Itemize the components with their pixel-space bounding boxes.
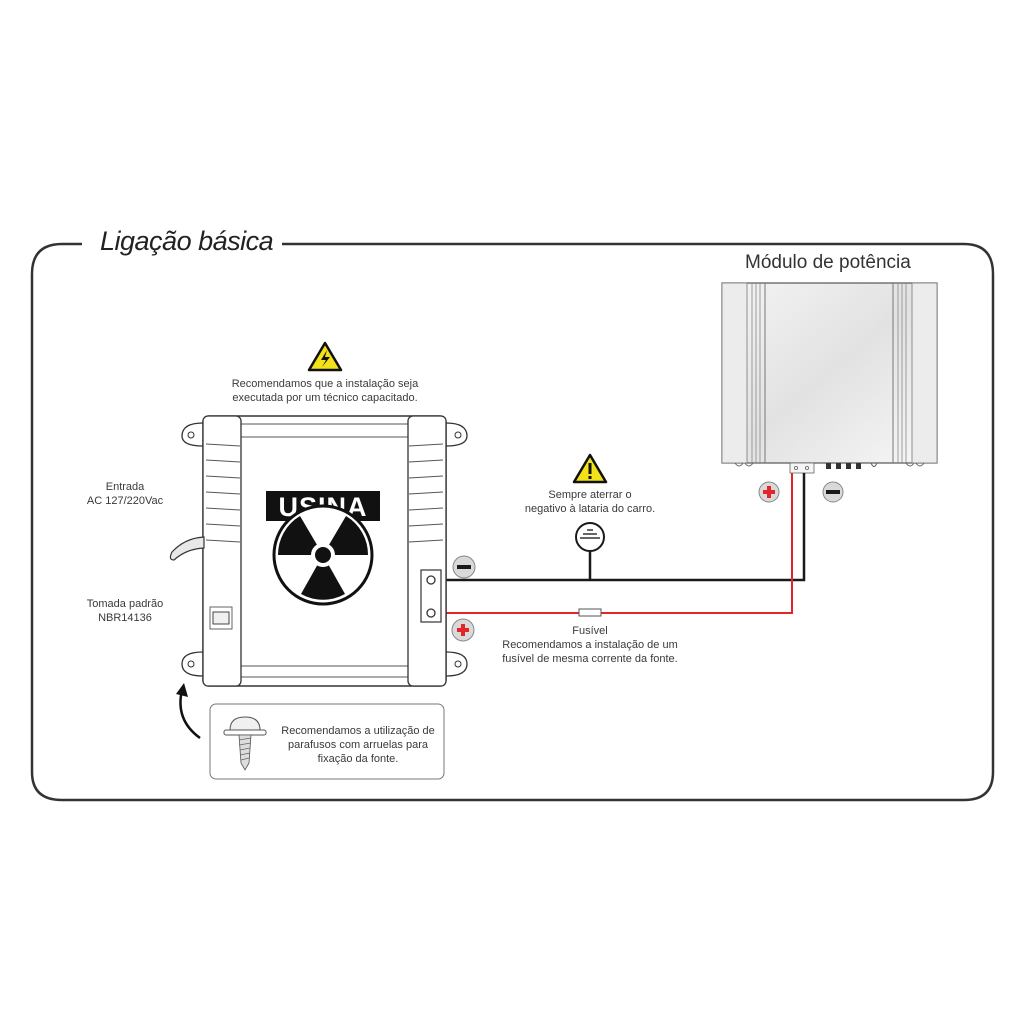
power-module bbox=[721, 282, 938, 474]
fuse bbox=[578, 608, 602, 617]
fuse-note-line-2: fusível de mesma corrente da fonte. bbox=[502, 653, 678, 665]
ground-warning-line-2: negativo à lataria do carro. bbox=[524, 503, 656, 515]
psu-negative-badge bbox=[452, 555, 476, 579]
input-label-line-2: AC 127/220Vac bbox=[86, 495, 164, 507]
outer-frame bbox=[30, 242, 995, 802]
ground-symbol bbox=[575, 522, 605, 580]
module-title: Módulo de potência bbox=[745, 252, 911, 273]
screw-tip-line-1: Recomendamos a utilização de bbox=[281, 725, 435, 737]
psu-positive-badge bbox=[451, 618, 475, 642]
fuse-label: Fusível Recomendamos a instalação de um … bbox=[480, 624, 700, 666]
usina-logo: USINA bbox=[266, 491, 380, 606]
screw-tip-line-2: parafusos com arruelas para bbox=[287, 739, 428, 751]
positive-wire bbox=[436, 473, 793, 614]
plug-label-line-1: Tomada padrão bbox=[86, 598, 164, 610]
ground-warning-text: Sempre aterrar o negativo à lataria do c… bbox=[500, 488, 680, 516]
installation-warning-line-1: Recomendamos que a instalação seja bbox=[231, 378, 419, 390]
plug-label: Tomada padrão NBR14136 bbox=[70, 597, 180, 625]
installation-warning-text: Recomendamos que a instalação seja execu… bbox=[215, 377, 435, 405]
screw-icon bbox=[223, 716, 267, 771]
screw-tip-text: Recomendamos a utilização de parafusos c… bbox=[276, 724, 440, 766]
plug-label-line-2: NBR14136 bbox=[98, 612, 152, 624]
input-label: Entrada AC 127/220Vac bbox=[70, 480, 180, 508]
module-positive-badge bbox=[758, 481, 780, 503]
fuse-note-line-1: Recomendamos a instalação de um bbox=[502, 639, 678, 651]
module-negative-badge bbox=[822, 481, 844, 503]
exclamation-warning-icon bbox=[572, 453, 608, 484]
page-title: Ligação básica bbox=[92, 226, 282, 257]
arrow-icon bbox=[179, 689, 201, 740]
negative-wire bbox=[436, 473, 806, 582]
ground-warning-line-1: Sempre aterrar o bbox=[548, 489, 632, 501]
screw-tip-box bbox=[209, 703, 445, 780]
installation-warning-line-2: executada por um técnico capacitado. bbox=[232, 392, 418, 404]
screw-tip-line-3: fixação da fonte. bbox=[317, 753, 399, 765]
input-label-line-1: Entrada bbox=[105, 481, 145, 493]
high-voltage-warning-icon bbox=[307, 341, 343, 372]
fuse-title: Fusível bbox=[572, 625, 608, 637]
